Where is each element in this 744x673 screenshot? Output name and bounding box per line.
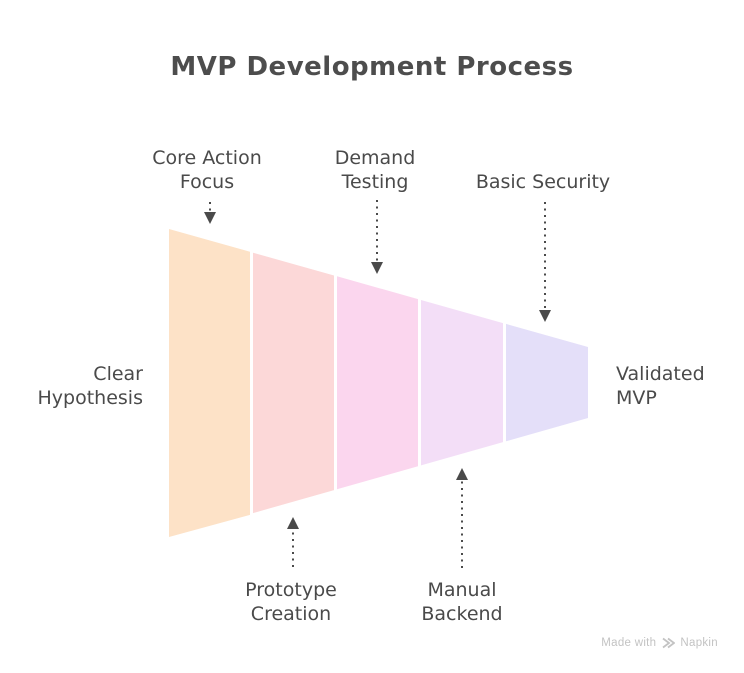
label-line: Prototype xyxy=(245,579,337,601)
label-line: Testing xyxy=(341,171,409,193)
funnel-segment-basic-security xyxy=(506,323,588,442)
arrow-manual-backend-up xyxy=(456,468,468,568)
arrow-head-icon xyxy=(287,517,299,529)
made-with-napkin-watermark: Made with Napkin xyxy=(601,637,718,649)
arrow-demand-testing-down xyxy=(371,200,383,274)
funnel-input-label: Clear Hypothesis xyxy=(38,362,143,410)
label-line: Focus xyxy=(179,171,235,193)
funnel-segment-demand-testing xyxy=(337,276,418,490)
label-line: Backend xyxy=(421,603,503,625)
funnel-output-label: Validated MVP xyxy=(616,362,705,410)
arrow-basic-security-down xyxy=(539,202,551,322)
arrow-core-action-down xyxy=(204,202,216,224)
stage-label-demand-testing: Demand Testing xyxy=(335,146,416,194)
watermark-prefix: Made with xyxy=(601,637,657,649)
stage-label-manual-backend: Manual Backend xyxy=(421,578,502,626)
stage-label-core-action-focus: Core Action Focus xyxy=(152,146,262,194)
stage-label-basic-security: Basic Security xyxy=(476,170,610,194)
napkin-logo-icon xyxy=(662,637,676,649)
arrow-head-icon xyxy=(204,212,216,224)
label-line: Basic Security xyxy=(475,171,611,193)
arrow-head-icon xyxy=(539,310,551,322)
funnel-segment-core-action xyxy=(169,229,250,537)
stage-label-prototype-creation: Prototype Creation xyxy=(245,578,337,626)
label-line: Manual xyxy=(427,579,497,601)
arrow-head-icon xyxy=(456,468,468,480)
label-line: Core Action xyxy=(152,147,262,169)
label-line: Demand xyxy=(334,147,416,169)
label-line: Clear xyxy=(93,363,143,385)
arrow-head-icon xyxy=(371,262,383,274)
label-line: Validated xyxy=(616,363,705,385)
watermark-brand: Napkin xyxy=(680,637,718,649)
label-line: MVP xyxy=(616,387,657,409)
funnel-segment-prototype-creation xyxy=(253,252,334,514)
label-line: Creation xyxy=(250,603,332,625)
label-line: Hypothesis xyxy=(37,387,143,409)
arrow-prototype-creation-up xyxy=(287,517,299,567)
funnel-segment-manual-backend xyxy=(421,300,503,466)
page-title: MVP Development Process xyxy=(170,52,574,82)
